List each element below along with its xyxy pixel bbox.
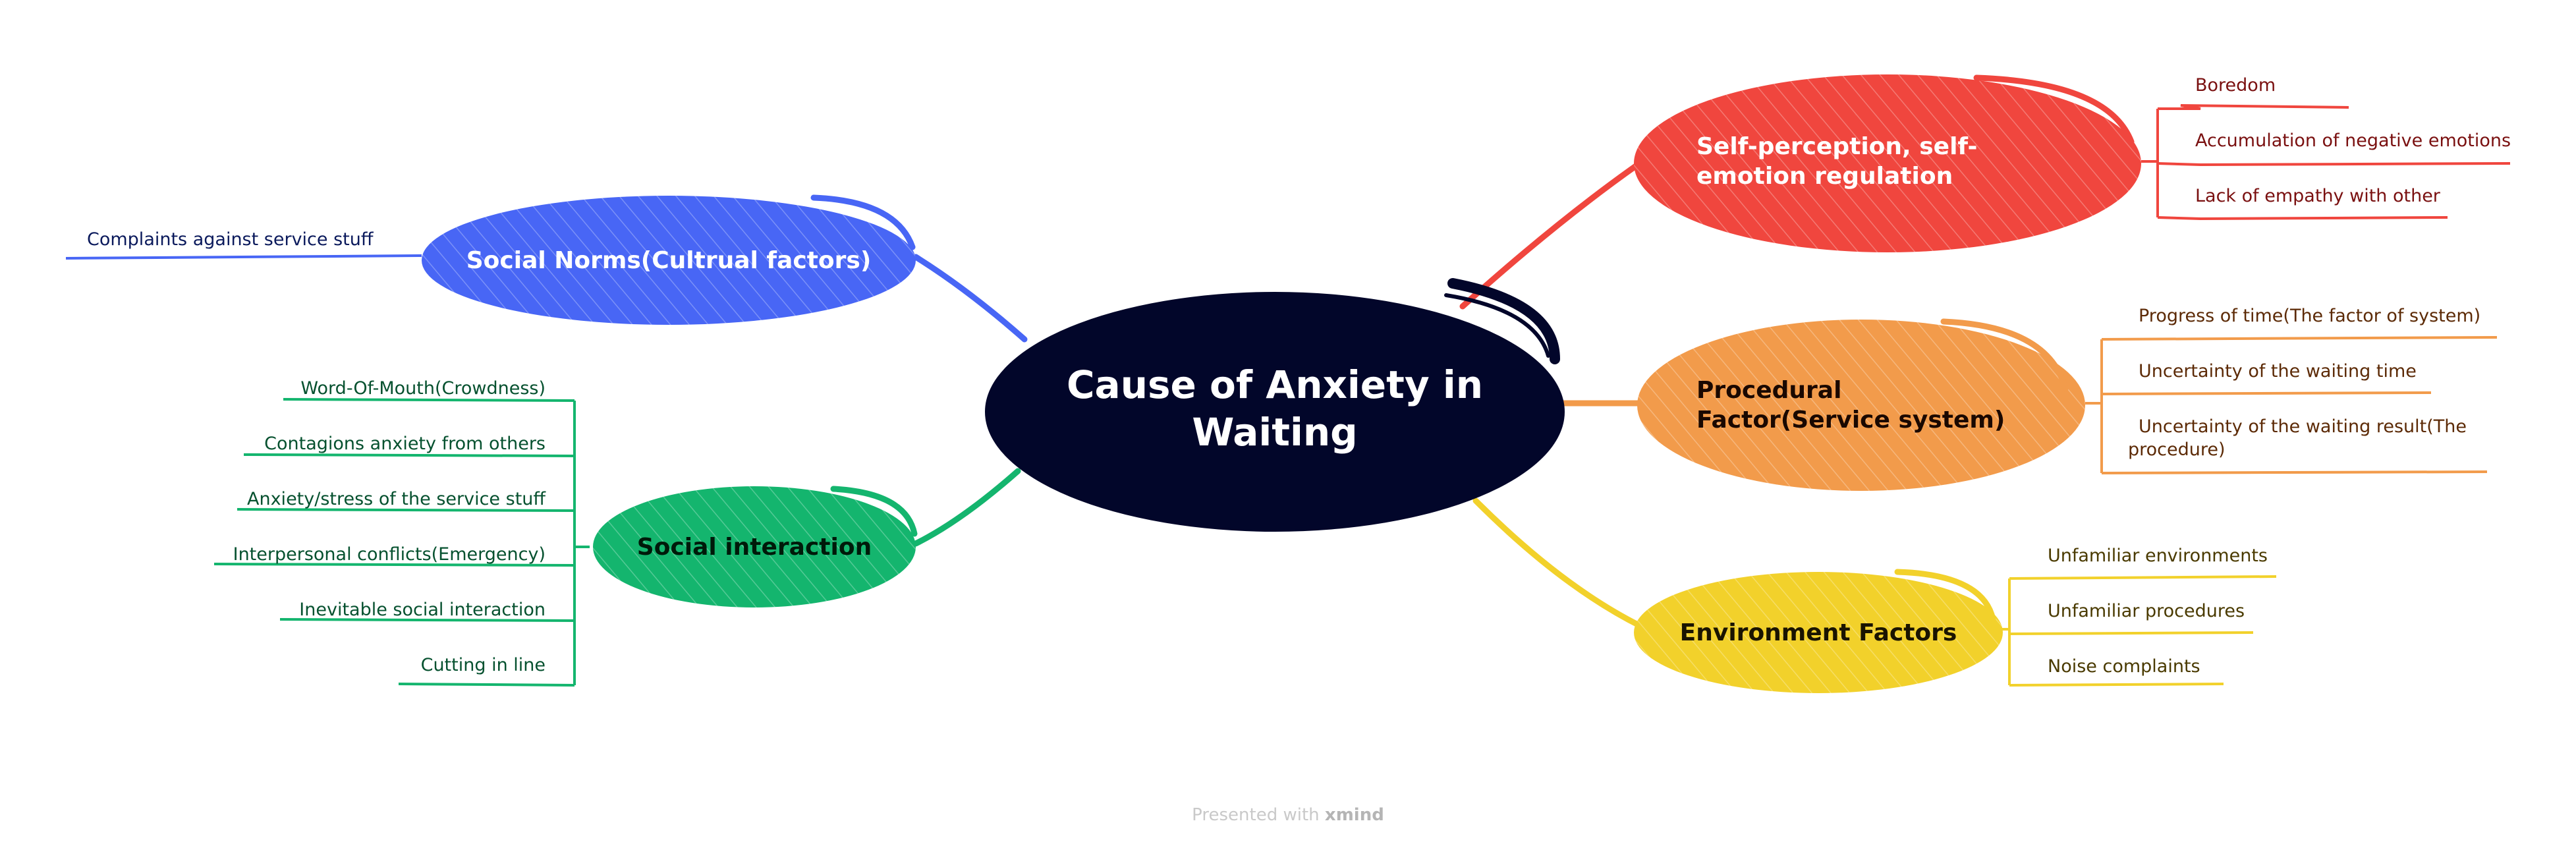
social-interaction-shape[interactable] — [593, 486, 918, 607]
leaf-contagions-anxiety: Contagions anxiety from others — [264, 434, 546, 454]
leaf-noise-complaints: Noise complaints — [2048, 656, 2200, 677]
leaf-inevitable-social-interaction: Inevitable social interaction — [299, 600, 546, 620]
self-perception-shape[interactable] — [1634, 74, 2141, 252]
connector-environment — [1472, 497, 1644, 629]
bracket-self-perception — [2141, 104, 2511, 221]
bracket-procedural — [2085, 336, 2498, 474]
leaf-uncertainty-waiting-result: Uncertainty of the waiting result(The pr… — [2128, 416, 2467, 461]
social-norms-label: Social Norms(Cultrual factors) — [466, 246, 872, 274]
bracket-social-norms — [65, 254, 422, 260]
leaf-lack-of-empathy: Lack of empathy with other — [2195, 186, 2440, 206]
leaf-cutting-in-line: Cutting in line — [420, 655, 546, 675]
central-topic-label: Cause of Anxiety in Waiting — [1066, 362, 1484, 455]
environment-shape[interactable] — [1634, 569, 2003, 693]
self-perception-label: Self-perception, self-emotion regulation — [1696, 133, 1978, 190]
leaf-boredom: Boredom — [2195, 75, 2276, 96]
leaf-progress-of-time: Progress of time(The factor of system) — [2139, 306, 2481, 326]
bracket-social-interaction — [213, 398, 590, 687]
watermark: Presented with xmind — [0, 805, 2576, 825]
environment-label: Environment Factors — [1679, 619, 1957, 646]
leaf-complaints-service-stuff: Complaints against service stuff — [87, 229, 374, 250]
connector-social-interaction — [912, 468, 1021, 547]
watermark-prefix: Presented with — [1192, 805, 1320, 825]
social-interaction-label: Social interaction — [636, 533, 872, 561]
social-norms-shape[interactable] — [422, 194, 916, 325]
leaf-uncertainty-waiting-time: Uncertainty of the waiting time — [2139, 361, 2417, 381]
procedural-shape[interactable] — [1637, 318, 2085, 491]
leaf-interpersonal-conflicts: Interpersonal conflicts(Emergency) — [233, 544, 546, 565]
xmind-logo-text: xmind — [1324, 805, 1384, 825]
connector-social-norms — [912, 254, 1028, 343]
leaf-anxiety-stress-service-stuff: Anxiety/stress of the service stuff — [247, 489, 546, 509]
connector-self-perception — [1459, 155, 1650, 310]
leaf-unfamiliar-procedures: Unfamiliar procedures — [2048, 601, 2245, 621]
leaf-unfamiliar-environments: Unfamiliar environments — [2048, 546, 2268, 566]
procedural-label: Procedural Factor(Service system) — [1696, 377, 2005, 434]
leaf-word-of-mouth: Word-Of-Mouth(Crowdness) — [300, 378, 546, 399]
central-topic-shape[interactable] — [985, 278, 1565, 532]
leaf-accumulation-negative-emotions: Accumulation of negative emotions — [2195, 130, 2511, 151]
